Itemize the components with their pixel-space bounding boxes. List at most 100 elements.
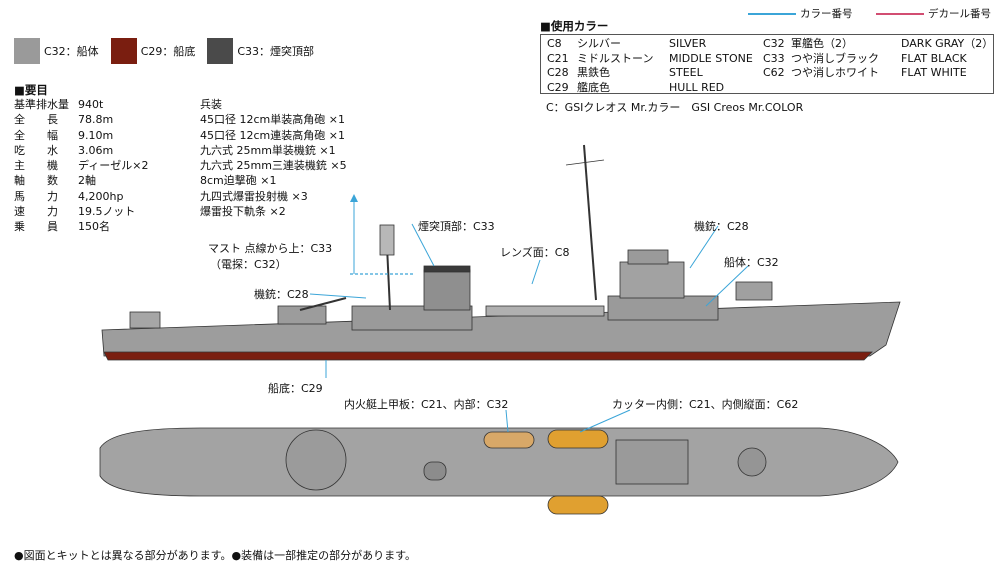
armament-title: 兵装 <box>200 98 222 111</box>
spec-key: 馬 力 <box>14 189 58 203</box>
swatch-funnel-chip <box>207 38 234 64</box>
side-radar <box>379 224 395 256</box>
swatch-hull-label: C32：船体 <box>44 45 99 58</box>
color-code: C32 <box>763 37 785 50</box>
color-en: SILVER <box>669 37 707 50</box>
side-bridge <box>619 261 685 299</box>
top-funnel <box>423 461 447 481</box>
color-code: C62 <box>763 66 785 79</box>
side-view <box>101 144 901 361</box>
spec-key: 全 幅 <box>14 128 58 142</box>
spec-value: 150名 <box>78 220 110 234</box>
swatch-bottom-chip <box>110 38 137 64</box>
spec-value: 4,200hp <box>78 189 124 203</box>
side-bridge-base <box>607 295 719 321</box>
callout-radar: （電探：C32） <box>210 258 287 271</box>
leader-hull <box>705 265 749 307</box>
legend-color-label: カラー番号 <box>800 8 853 20</box>
spec-key: 基準排水量 <box>14 98 69 111</box>
spec-value: 78.8m <box>78 113 114 127</box>
callout-lens: レンズ面：C8 <box>500 246 570 259</box>
color-jp: シルバー <box>577 37 621 50</box>
side-main-mast <box>583 144 597 301</box>
color-en: MIDDLE STONE <box>669 51 753 65</box>
callout-mg-upper: 機銃：C28 <box>694 220 749 233</box>
swatch-hull: C32：船体 <box>14 38 99 64</box>
spec-key: 軸 数 <box>14 174 58 188</box>
leader-funnel-top <box>411 223 435 267</box>
top-view <box>99 427 899 515</box>
swatch-bottom: C29：船底 <box>110 38 196 64</box>
callout-launch: 内火艇上甲板：C21、内部：C32 <box>344 398 509 411</box>
swatch-funnel-label: C33：煙突頂部 <box>237 45 315 58</box>
top-cutter-2 <box>547 495 609 515</box>
color-jp: 軍艦色（2） <box>791 37 853 50</box>
spec-value: 9.10m <box>78 128 114 142</box>
color-row: C29 艦底色 HULL RED <box>547 81 753 96</box>
color-en: HULL RED <box>669 80 725 94</box>
leader-launch <box>505 409 509 433</box>
legend-decal-label: デカール番号 <box>928 8 991 20</box>
color-code: C21 <box>547 51 569 65</box>
top-cutter-1 <box>547 429 609 449</box>
swatch-hull-chip <box>14 38 40 64</box>
leader-cutter <box>579 409 631 433</box>
color-row: C8 シルバー SILVER <box>547 37 753 52</box>
color-code: C28 <box>547 66 569 79</box>
armament-item: 45口径 12cm単装高角砲 ×1 <box>200 113 345 127</box>
side-funnel <box>423 269 471 311</box>
leader-lines <box>309 223 749 433</box>
swatch-row: C32：船体 C29：船底 C33：煙突頂部 <box>14 38 320 64</box>
color-jp: 艦底色 <box>577 80 610 94</box>
side-main-mast-yard <box>565 159 605 166</box>
callout-funnel-top: 煙突頂部：C33 <box>418 220 495 233</box>
armament-item: 爆雷投下軌条 ×2 <box>200 205 286 219</box>
color-code: C8 <box>547 37 562 50</box>
top-forward-gun <box>737 447 767 477</box>
side-aft-gun <box>277 305 327 325</box>
side-depth-charge <box>129 311 161 329</box>
mast-arrow-head <box>350 194 358 202</box>
color-jp: つや消しホワイト <box>791 66 879 79</box>
callout-bottom: 船底：C29 <box>268 382 323 395</box>
color-code: C29 <box>547 80 569 94</box>
color-en: DARK GRAY（2） <box>901 37 994 50</box>
spec-key: 主 機 <box>14 159 58 173</box>
color-jp: 黒鉄色 <box>577 66 610 79</box>
color-en: FLAT BLACK <box>901 51 967 65</box>
swatch-bottom-label: C29：船底 <box>140 45 196 58</box>
spec-row: 主 機ディーゼル×2 <box>14 158 198 173</box>
spec-row: 馬 力 4,200hp <box>14 189 198 204</box>
legend-decal-line <box>876 12 924 15</box>
armament-list: 兵装 45口径 12cm単装高角砲 ×1 45口径 12cm連装高角砲 ×1 九… <box>200 97 347 219</box>
armament-item: 45口径 12cm連装高角砲 ×1 <box>200 128 345 142</box>
leader-lens <box>531 259 541 285</box>
legend-decal-number: デカール番号 <box>876 6 991 21</box>
legend-color-line <box>748 12 796 15</box>
side-boats <box>485 305 605 317</box>
swatch-funnel: C33：煙突頂部 <box>207 38 314 64</box>
armament-item: 九四式爆雷投射機 ×3 <box>200 189 308 203</box>
callout-cutter: カッター内側：C21、内側縦面：C62 <box>612 398 799 411</box>
callout-mg-lower: 機銃：C28 <box>254 288 309 301</box>
spec-value: 2軸 <box>78 174 96 188</box>
leader-mg-lower <box>309 293 367 299</box>
side-hull-bottom <box>103 351 873 361</box>
legend-color-number: カラー番号 <box>748 6 853 21</box>
footer-note: ●図面とキットとは異なる部分があります。●装備は一部推定の部分があります。 <box>14 549 416 562</box>
spec-row: 全 幅 9.10m <box>14 128 198 143</box>
